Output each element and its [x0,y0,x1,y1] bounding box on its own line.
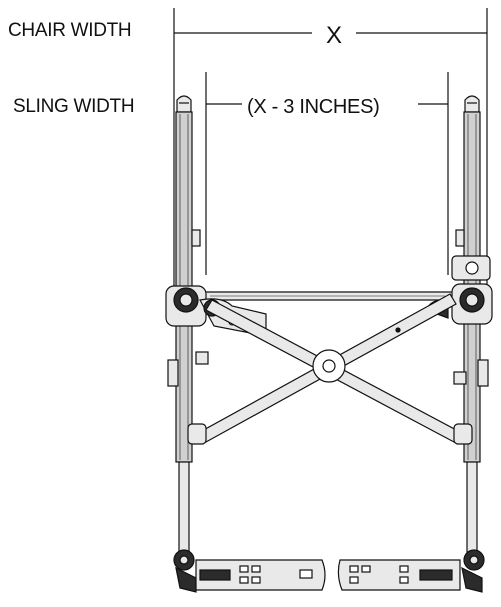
lower-joints [187,351,473,445]
left-footrest [173,549,326,593]
cross-brace [199,293,461,443]
right-footrest [337,549,485,593]
seat-rail [199,291,456,301]
chair-width-label: CHAIR WIDTH [8,20,132,41]
sling-width-value: (X - 3 INCHES) [247,96,380,118]
chair-width-value: X [326,22,342,49]
sling-width-label: SLING WIDTH [13,96,135,117]
post-fittings [167,229,489,387]
